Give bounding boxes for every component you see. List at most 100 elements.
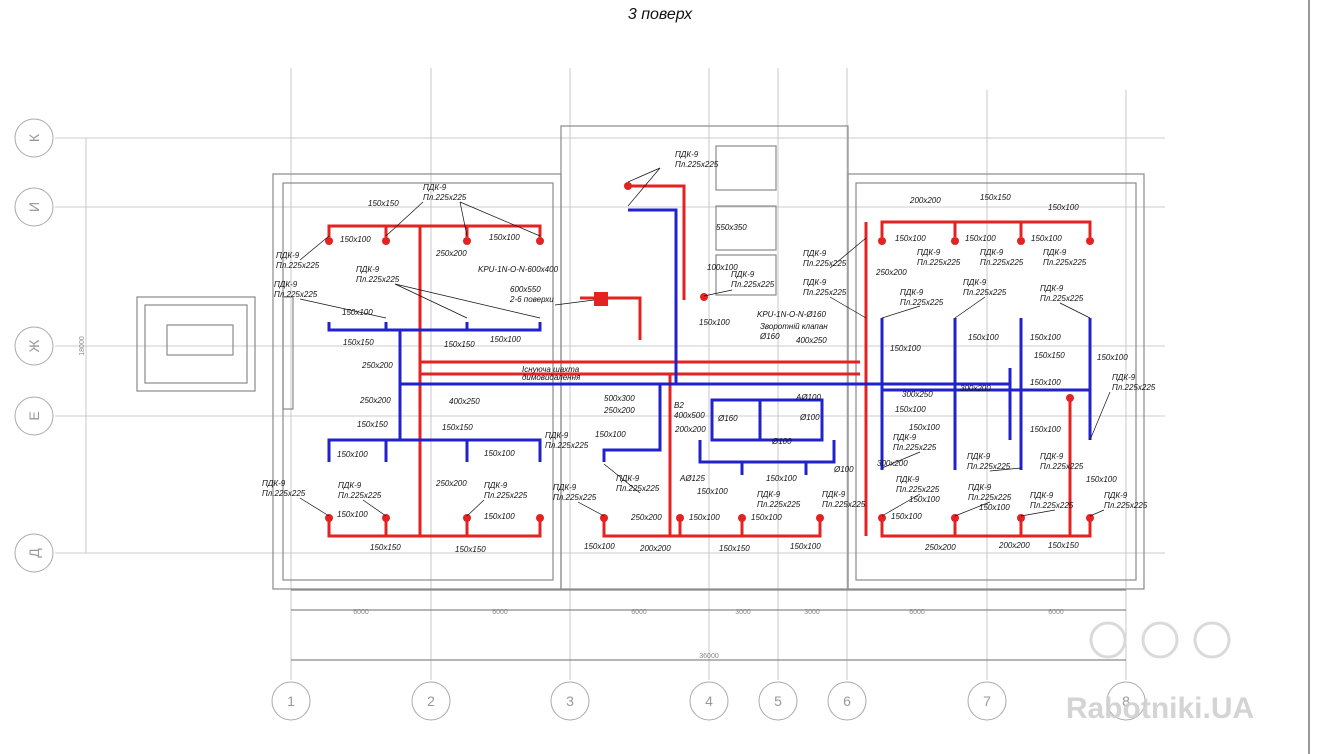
- axis-label: 1: [287, 693, 295, 709]
- span-dimension: 6000: [631, 609, 647, 616]
- duct-size: 150x100: [895, 405, 926, 414]
- diffuser-label: ПДК-9: [423, 183, 447, 192]
- diffuser-label: ПДК-9: [803, 278, 827, 287]
- span-dimension: 6000: [909, 609, 925, 616]
- duct-size: 150x100: [342, 308, 373, 317]
- duct-size: 150x100: [965, 234, 996, 243]
- duct-size: 250x200: [924, 543, 956, 552]
- diffuser-size: Пл.225x225: [276, 261, 320, 270]
- diffuser-label: ПДК-9: [545, 431, 569, 440]
- duct-size: 150x100: [484, 449, 515, 458]
- diffuser-size: Пл.225x225: [1040, 462, 1084, 471]
- axis-bubbles-numbers: 1 2 3 4 5 6 7 8: [271, 681, 1146, 721]
- duct-size: 250x200: [435, 249, 467, 258]
- diffuser-label: ПДК-9: [1040, 284, 1064, 293]
- diffuser-label: ПДК-9: [1104, 491, 1128, 500]
- diffuser-label: ПДК-9: [803, 249, 827, 258]
- diffuser-size: Пл.225x225: [1112, 383, 1156, 392]
- diffuser-size: Пл.225x225: [967, 462, 1011, 471]
- duct-size: 200x200: [909, 196, 941, 205]
- building-walls: [136, 125, 1145, 661]
- diffuser-size: Пл.225x225: [803, 259, 847, 268]
- diffuser-size: Пл.225x225: [917, 258, 961, 267]
- diffuser-size: Пл.225x225: [731, 280, 775, 289]
- watermark: Rabotniki.UA: [1066, 621, 1254, 725]
- diffuser-size: Пл.225x225: [274, 290, 318, 299]
- diffuser-label: ПДК-9: [900, 288, 924, 297]
- duct-size: 150x150: [357, 420, 388, 429]
- diameter-label: Ø160: [759, 332, 780, 341]
- duct-size: 600x550: [510, 285, 541, 294]
- duct-size: 150x100: [1030, 333, 1061, 342]
- diffuser-label: ПДК-9: [262, 479, 286, 488]
- duct-size: 150x150: [455, 545, 486, 554]
- axis-label: 8: [1122, 693, 1130, 709]
- duct-size: 200x200: [639, 544, 671, 553]
- diffuser-size: Пл.225x225: [1040, 294, 1084, 303]
- axis-label: И: [26, 202, 42, 212]
- exhaust-ducts: [327, 208, 1092, 475]
- drawing-title: 3 поверх: [628, 6, 693, 23]
- duct-size: 150x100: [1097, 353, 1128, 362]
- supply-ducts: [325, 182, 1094, 538]
- duct-size: 150x100: [890, 344, 921, 353]
- diffuser-size: Пл.225x225: [803, 288, 847, 297]
- axis-label: Д: [26, 548, 42, 558]
- duct-size: 150x100: [337, 450, 368, 459]
- duct-size: 150x100: [489, 233, 520, 242]
- duct-size: 150x100: [490, 335, 521, 344]
- duct-size: 150x150: [370, 543, 401, 552]
- span-dimension: 6000: [1048, 609, 1064, 616]
- duct-size: 150x100: [584, 542, 615, 551]
- diffuser-size: Пл.225x225: [262, 489, 306, 498]
- duct-size: 150x100: [979, 503, 1010, 512]
- duct-size: 150x100: [909, 423, 940, 432]
- kpu-label: KPU-1N-O-N-Ø160: [757, 310, 826, 319]
- diffuser-label: ПДК-9: [731, 270, 755, 279]
- duct-size: 150x100: [1086, 475, 1117, 484]
- diffuser-label: ПДК-9: [917, 248, 941, 257]
- diffuser-label: ПДК-9: [1030, 491, 1054, 500]
- kpu-label: KPU-1N-O-N-600x400: [478, 265, 559, 274]
- duct-size: 150x100: [689, 513, 720, 522]
- diffuser-label: ПДК-9: [1112, 373, 1136, 382]
- duct-size: 150x100: [484, 512, 515, 521]
- duct-size: 200x200: [998, 541, 1030, 550]
- duct-size: 250x200: [359, 396, 391, 405]
- duct-size: 150x100: [891, 512, 922, 521]
- axis-bubbles-letters: К И Ж Е Д: [14, 118, 54, 573]
- duct-size: 150x150: [980, 193, 1011, 202]
- diffuser-size: Пл.225x225: [963, 288, 1007, 297]
- duct-size: 150x100: [595, 430, 626, 439]
- diffuser-label: ПДК-9: [1040, 452, 1064, 461]
- duct-size: 250x200: [361, 361, 393, 370]
- diffuser-label: ПДК-9: [822, 490, 846, 499]
- duct-size: 150x100: [968, 333, 999, 342]
- diameter-label: Ø160: [717, 414, 738, 423]
- diffuser-label: ПДК-9: [968, 483, 992, 492]
- diffuser-size: Пл.225x225: [822, 500, 866, 509]
- diffuser-size: Пл.225x225: [484, 491, 528, 500]
- diffuser-label: ПДК-9: [757, 490, 781, 499]
- diameter-label: Ø100: [833, 465, 854, 474]
- diffuser-label: ПДК-9: [616, 474, 640, 483]
- duct-size: 150x150: [1048, 541, 1079, 550]
- duct-size: 150x100: [766, 474, 797, 483]
- diffuser-label: ПДК-9: [896, 475, 920, 484]
- span-dimension: 6000: [353, 609, 369, 616]
- axis-label: 4: [705, 693, 713, 709]
- diffuser-size: Пл.225x225: [1043, 258, 1087, 267]
- duct-size: 150x100: [895, 234, 926, 243]
- duct-size: 250x200: [875, 268, 907, 277]
- axis-label: 5: [774, 693, 782, 709]
- leader-lines: [299, 167, 1111, 517]
- duct-size: 400x250: [796, 336, 827, 345]
- floors-label: 2-6 поверхи: [509, 295, 554, 304]
- diffuser-label: ПДК-9: [893, 433, 917, 442]
- diameter-label: Ø100: [771, 437, 792, 446]
- diffuser-label: ПДК-9: [356, 265, 380, 274]
- height-dimension: 18000: [79, 336, 86, 356]
- duct-size: 300x250: [902, 390, 933, 399]
- diffuser-label: ПДК-9: [276, 251, 300, 260]
